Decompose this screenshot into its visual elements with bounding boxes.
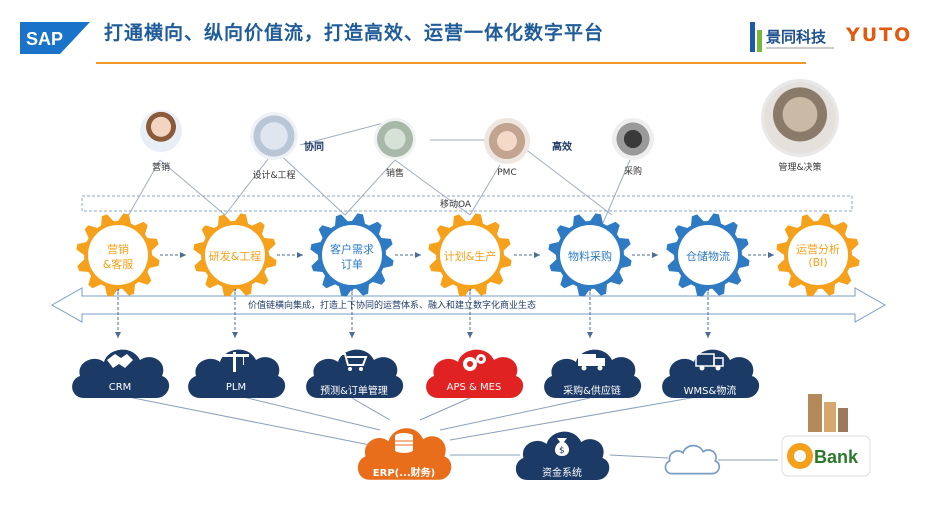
pmc-label: PMC [497, 168, 517, 178]
scm-icon [538, 352, 646, 376]
mobile-oa-label: 移动OA [440, 200, 472, 210]
efficient-annotation: 高效 [552, 142, 572, 153]
treasury-cloud: $ 资金系统 [510, 422, 614, 484]
plan-gear-label-line1: 计划&生产 [443, 250, 497, 263]
jingtong-logo: 景同科技 [748, 18, 838, 58]
material-gear-label-line1: 物料采购 [568, 250, 612, 263]
sap-logo: SAP [20, 22, 90, 54]
purchase-label: 采购 [623, 167, 642, 177]
forecast-label: 预测&订单管理 [320, 386, 388, 397]
erp-label: ERP(...财务) [372, 468, 436, 479]
sap-logo-text: SAP [26, 29, 63, 49]
sales-gear-label-line1: 营销 [107, 243, 129, 256]
plm-icon [182, 352, 290, 376]
scm-label: 采购&供应链 [563, 386, 621, 397]
marketing-photo [140, 110, 182, 152]
sales-gear: 营销&客服 [74, 211, 162, 299]
warehouse-gear-label-line1: 仓储物流 [686, 250, 730, 263]
design-label: 设计&工程 [252, 171, 296, 181]
rd-gear-label-line1: 研发&工程 [208, 250, 262, 263]
page-title: 打通横向、纵向价值流，打造高效、运营一体化数字平台 [104, 22, 605, 44]
scm-cloud: 采购&供应链 [538, 340, 646, 402]
sales-photo [374, 118, 416, 160]
bank-logo-text: Bank [814, 447, 859, 467]
treasury-label: 资金系统 [542, 468, 582, 479]
value-chain-text: 价值链横向集成，打造上下协同的运营体系、融入和建立数字化商业生态 [248, 301, 537, 311]
pmc-photo [484, 118, 530, 164]
aps-label: APS & MES [446, 382, 502, 393]
sales-label: 销售 [385, 169, 404, 179]
jingtong-name: 景同科技 [766, 28, 827, 46]
warehouse-gear: 仓储物流 [664, 211, 752, 299]
collab-annotation: 协同 [304, 142, 324, 153]
treasury-icon: $ [510, 434, 614, 462]
manage-photo [764, 82, 836, 154]
people-connections [119, 119, 631, 231]
plan-gear: 计划&生产 [426, 211, 514, 299]
mobile-oa-band [81, 195, 853, 212]
empty-cloud [662, 440, 722, 476]
erp-icon [352, 432, 456, 458]
order-gear: 客户需求订单 [308, 211, 396, 299]
title-underline [96, 62, 806, 64]
sales-gear-label-line2: &客服 [102, 258, 134, 271]
purchase-photo [612, 118, 654, 160]
svg-text:$: $ [559, 446, 565, 456]
crm-label: CRM [108, 382, 132, 393]
design-photo [250, 112, 298, 160]
crm-icon [66, 352, 174, 374]
manage-label: 管理&决策 [778, 163, 822, 173]
wms-cloud: WMS&物流 [656, 340, 764, 402]
material-gear: 物料采购 [546, 211, 634, 299]
yuto-logo: YUTO [846, 24, 913, 46]
plm-cloud: PLM [182, 340, 290, 402]
forecast-icon [300, 352, 408, 376]
crm-cloud: CRM [66, 340, 174, 402]
plm-label: PLM [225, 382, 247, 393]
bi-gear-label-line2: (BI) [808, 256, 828, 269]
marketing-label: 营销 [151, 163, 170, 173]
order-gear-label-line2: 订单 [341, 258, 363, 271]
erp-cloud: ERP(...财务) [352, 418, 456, 484]
bi-gear-label-line1: 运营分析 [796, 243, 840, 256]
bank-logo: Bank [778, 392, 874, 482]
wms-icon [656, 352, 764, 376]
rd-gear: 研发&工程 [191, 211, 279, 299]
bi-gear: 运营分析(BI) [774, 211, 862, 299]
forecast-cloud: 预测&订单管理 [300, 340, 408, 402]
wms-label: WMS&物流 [683, 386, 737, 397]
aps-cloud: APS & MES [420, 340, 528, 402]
order-gear-label-line1: 客户需求 [330, 243, 374, 256]
aps-icon [420, 352, 528, 378]
